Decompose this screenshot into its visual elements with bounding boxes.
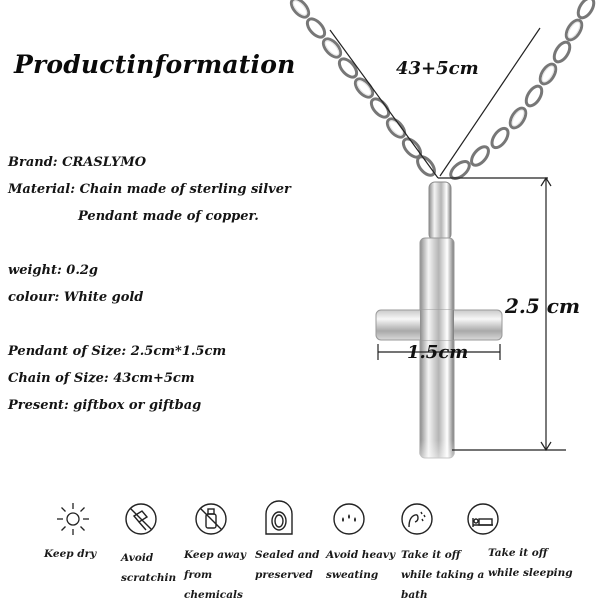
care-label-line: while taking a [401,569,485,581]
present-text: Present: giftbox or giftbag [8,398,202,413]
care-label-line: bath [401,589,428,601]
brand-text: Brand: CRASLYMO [8,155,147,170]
height-dimension-lines [438,176,566,452]
chain-length-label: 43+5cm [396,58,479,79]
pendant-bail [428,181,452,241]
care-label-avoid-sweating: Avoid heavy sweating [326,545,395,585]
chain-right-highlight [511,21,581,127]
care-label-avoid-scratch: Avoid scratchin [121,548,176,588]
chain-length-lines [329,27,541,179]
care-label-line: Keep dry [44,548,97,560]
material-continued-text: Pendant made of copper. [78,209,259,224]
chain-left [289,0,436,177]
chain-size-text: Chain of Size: 43cm+5cm [8,371,195,386]
care-label-sleep: Take it off while sleeping [488,543,573,583]
care-label-keep-away: Keep away from chemicals [184,545,246,605]
care-label-sealed: Sealed and preserved [255,545,320,585]
no-chemicals-icon [195,503,227,535]
width-dimension-lines [377,344,501,360]
sealed-ring-icon [265,500,293,535]
care-label-line: Avoid heavy [326,549,396,561]
pendant-size-text: Pendant of Size: 2.5cm*1.5cm [8,344,227,359]
care-label-line: Sealed and [255,549,320,561]
care-label-line: Take it off [401,549,461,561]
no-scratch-icon [125,503,157,535]
care-label-line: Take it off [488,547,548,559]
sleep-icon [467,503,499,535]
colour-text: colour: White gold [8,290,144,305]
care-label-line: chemicals [184,589,243,601]
cross-pendant [375,237,503,480]
sweat-drops-icon [333,503,365,535]
weight-text: weight: 0.2g [8,263,98,278]
sun-icon [57,503,89,535]
bath-icon [401,503,433,535]
care-label-line: Avoid [121,552,154,564]
care-label-line: while sleeping [488,567,573,579]
chain-right [449,0,596,180]
care-label-keep-dry: Keep dry [44,544,96,564]
page-title: Productinformation [14,50,296,79]
care-label-line: preserved [255,569,313,581]
care-label-line: sweating [326,569,379,581]
height-label: 2.5 cm [505,294,581,318]
care-label-line: scratchin [121,572,177,584]
care-label-line: Keep away [184,549,247,561]
care-label-bath: Take it off while taking a bath [401,545,484,605]
width-label: 1.5cm [407,342,469,363]
care-label-line: from [184,569,213,581]
material-text: Material: Chain made of sterling silver [8,182,291,197]
